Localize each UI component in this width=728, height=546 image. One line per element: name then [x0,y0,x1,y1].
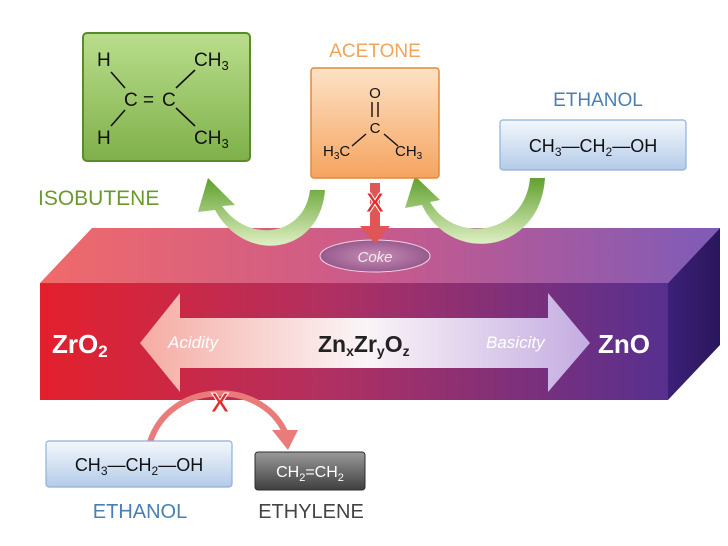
isobutene-h-top: H [97,50,111,71]
isobutene-structure: H H C = C CH3 CH3 [97,50,229,151]
ethanol-to-ethylene-arrow [147,390,288,443]
isobutene-name: ISOBUTENE [38,187,159,210]
acetone-ch3: CH3 [395,143,423,162]
ethanol-to-isobutene-arrow [198,178,325,246]
ethylene-box [254,451,366,491]
acidity-basicity-arrow [140,293,590,392]
isobutene-c-right: C [162,90,176,111]
mixed-oxide-label: ZnxZryOz [318,331,410,359]
blocked-coke-mark: X [366,187,385,218]
acetone-o: O [369,85,381,102]
zro2-label: ZrO2 [52,329,108,361]
isobutene-double-bond: = [143,90,154,111]
isobutene-h-bottom: H [97,128,111,149]
ethylene-name: ETHYLENE [258,501,364,523]
acetone-c: C [370,120,381,137]
acetone-to-coke-head [360,226,390,244]
isobutene-box [82,32,251,162]
blocked-ethylene-mark: X [211,387,230,418]
acidity-label: Acidity [167,333,220,352]
ethanol-bottom-box [45,440,233,488]
acetone-to-coke-shaft [370,183,380,228]
ethanol-top-box [499,119,687,171]
isobutene-c-left: C [124,90,138,111]
acetone-structure: O C H3C CH3 [323,85,423,162]
ethanol-bottom-name: ETHANOL [93,501,187,523]
ethanol-top-name: ETHANOL [553,90,643,111]
acetone-h3c: H3C [323,143,350,162]
acetone-name: ACETONE [329,41,421,62]
ethanol-bottom-formula: CH3—CH2—OH [75,455,203,478]
isobutene-ch3-bottom: CH3 [194,128,229,151]
ethylene-formula: CH2=CH2 [276,464,344,484]
coke-label: Coke [357,249,392,266]
acetone-box [310,67,440,179]
zno-label: ZnO [598,329,650,359]
isobutene-ch3-top: CH3 [194,50,229,73]
ethylene-arrow-head [272,430,298,450]
catalyst-slab-side [668,228,720,400]
ethanol-to-acetone-arrow [405,176,545,244]
ethanol-top-formula: CH3—CH2—OH [529,136,657,159]
basicity-label: Basicity [486,333,546,352]
